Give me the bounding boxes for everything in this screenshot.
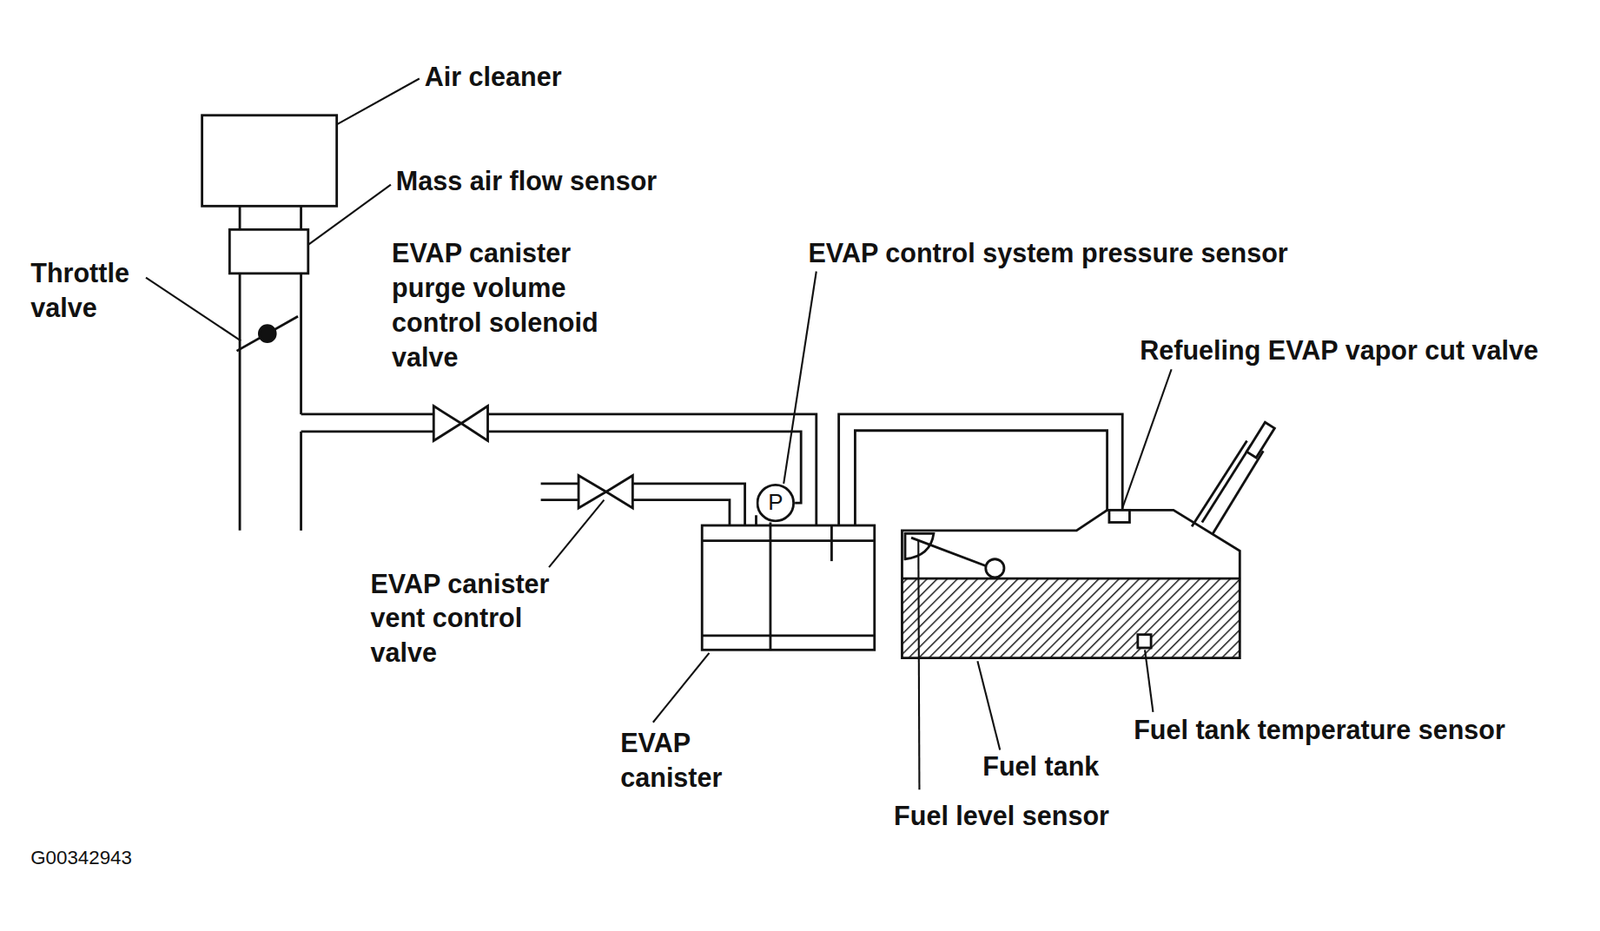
part-label: Fuel tank temperature sensor bbox=[1133, 712, 1506, 748]
float bbox=[985, 559, 1005, 578]
throttle-shaft bbox=[258, 325, 276, 343]
air-cleaner-box bbox=[202, 115, 338, 207]
part-label: Fuel tank bbox=[982, 748, 1099, 784]
part-label: Refueling EVAP vapor cut valve bbox=[1139, 332, 1539, 368]
fuel-tank-outline bbox=[901, 509, 1240, 658]
part-label: Air cleaner bbox=[424, 59, 562, 94]
part-label: EVAP canister vent control valve bbox=[370, 566, 569, 671]
fuel-hatching bbox=[901, 578, 1240, 659]
part-label: EVAP canister bbox=[620, 725, 754, 795]
figure-id: G00342943 bbox=[30, 845, 133, 871]
leader-lines bbox=[145, 78, 1172, 790]
purge-solenoid-valve bbox=[433, 406, 488, 442]
throttle-plate bbox=[237, 316, 298, 351]
sensor-letter: P bbox=[755, 483, 795, 523]
evap-canister-body bbox=[701, 525, 875, 650]
part-label: EVAP control system pressure sensor bbox=[807, 235, 1288, 271]
vapor-cut-valve bbox=[1109, 509, 1130, 523]
part-label: Fuel level sensor bbox=[893, 799, 1110, 834]
part-label: EVAP canister purge volume control solen… bbox=[391, 235, 612, 375]
pressure-sensor-circle: P bbox=[755, 483, 795, 523]
level-sender bbox=[905, 533, 934, 559]
part-label: Mass air flow sensor bbox=[396, 163, 657, 199]
temp-sensor bbox=[1137, 634, 1151, 648]
vent-control-valve bbox=[578, 475, 633, 509]
part-label: Throttle valve bbox=[30, 256, 164, 326]
mass-air-flow-sensor bbox=[229, 229, 308, 274]
filler-cap bbox=[1246, 422, 1275, 458]
